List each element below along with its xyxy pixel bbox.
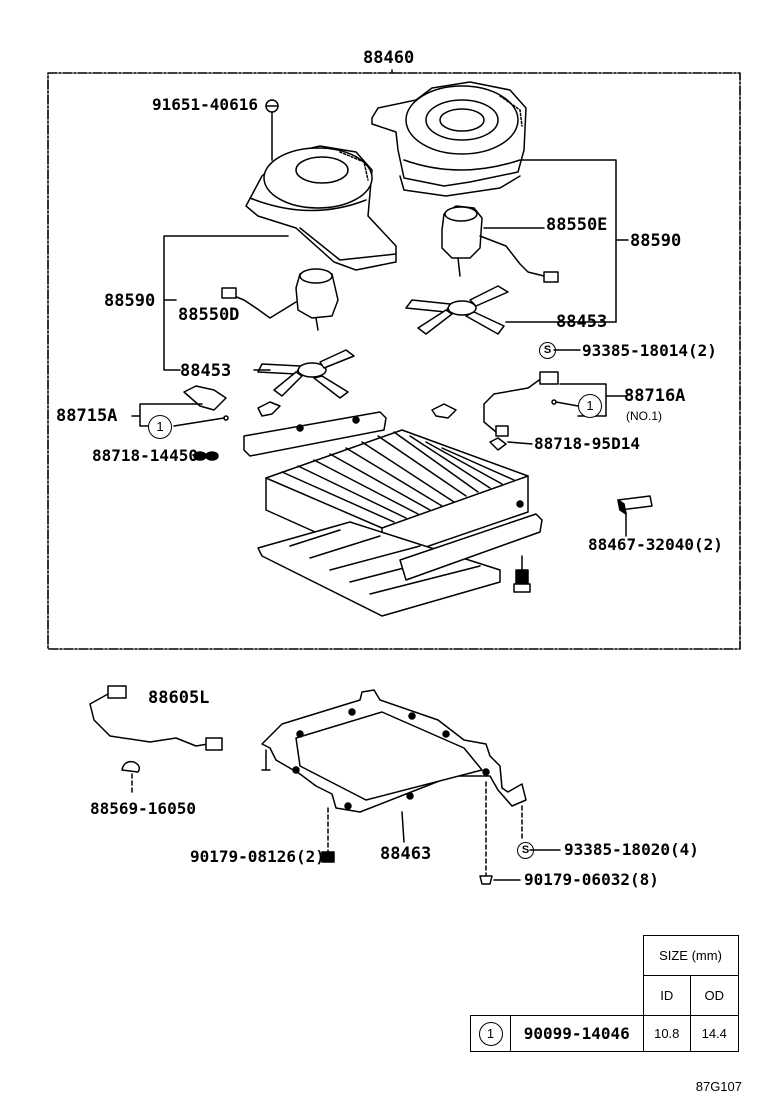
label-nut-bottom: 90179-06032(8) <box>524 870 659 889</box>
circle-one-icon: 1 <box>148 415 172 439</box>
bracket-left-part <box>183 385 227 411</box>
spec-table: SIZE (mm) ID OD 1 90099-14046 10.8 14.4 <box>470 935 739 1052</box>
label-bracket-left: 88715A <box>56 406 118 426</box>
motor-left <box>221 268 339 331</box>
label-blower-left: 88590 <box>104 291 156 311</box>
spec-row-id: 10.8 <box>642 1015 691 1052</box>
label-no1: (NO.1) <box>626 409 662 423</box>
label-motor-left: 88550D <box>178 305 240 325</box>
stud-right <box>513 555 531 593</box>
label-fan-right: 88453 <box>556 312 608 332</box>
harness-88605L <box>89 685 223 773</box>
label-stud-bottom: 93385-18020(4) <box>564 840 699 859</box>
circle-one-icon: 1 <box>578 394 602 418</box>
label-blower-right: 88590 <box>630 231 682 251</box>
fan-left <box>257 349 355 399</box>
label-screw-top: 91651-40616 <box>152 95 258 114</box>
label-bracket-right: 88716A <box>624 386 686 406</box>
spec-col-id: ID <box>642 975 691 1016</box>
s-mark-icon: S <box>539 342 556 359</box>
mount-bar-top <box>243 411 387 457</box>
label-bolt-left: 90179-08126(2) <box>190 847 325 866</box>
frame-88463 <box>261 689 527 813</box>
spec-row-od: 14.4 <box>690 1015 739 1052</box>
circle-one-icon: 1 <box>478 1021 503 1046</box>
spec-size-header: SIZE (mm) <box>642 935 739 976</box>
spec-col-od: OD <box>690 975 739 1016</box>
label-clip-left: 88718-14450 <box>92 446 198 465</box>
spec-row-part: 90099-14046 <box>510 1015 644 1052</box>
fan-right <box>405 285 509 335</box>
label-stud-right: 93385-18014(2) <box>582 341 717 360</box>
bottom-tray <box>257 521 501 617</box>
harness-right-part <box>483 377 543 433</box>
label-harness: 88605L <box>148 688 210 708</box>
label-fan-left: 88453 <box>180 361 232 381</box>
diagram-code: 87G107 <box>695 1079 742 1094</box>
blower-housing-left <box>245 145 397 271</box>
label-clip-right: 88718-95D14 <box>534 434 640 453</box>
label-assembly: 88460 <box>363 48 415 68</box>
label-motor-right: 88550E <box>546 215 608 235</box>
s-mark-icon: S <box>517 842 534 859</box>
assembly-box <box>47 72 741 650</box>
label-frame: 88463 <box>380 844 432 864</box>
mount-bar-bottom <box>399 513 543 581</box>
label-seal: 88467-32040(2) <box>588 535 723 554</box>
label-clamp: 88569-16050 <box>90 799 196 818</box>
motor-right <box>441 205 559 283</box>
blower-housing-right <box>371 81 527 197</box>
